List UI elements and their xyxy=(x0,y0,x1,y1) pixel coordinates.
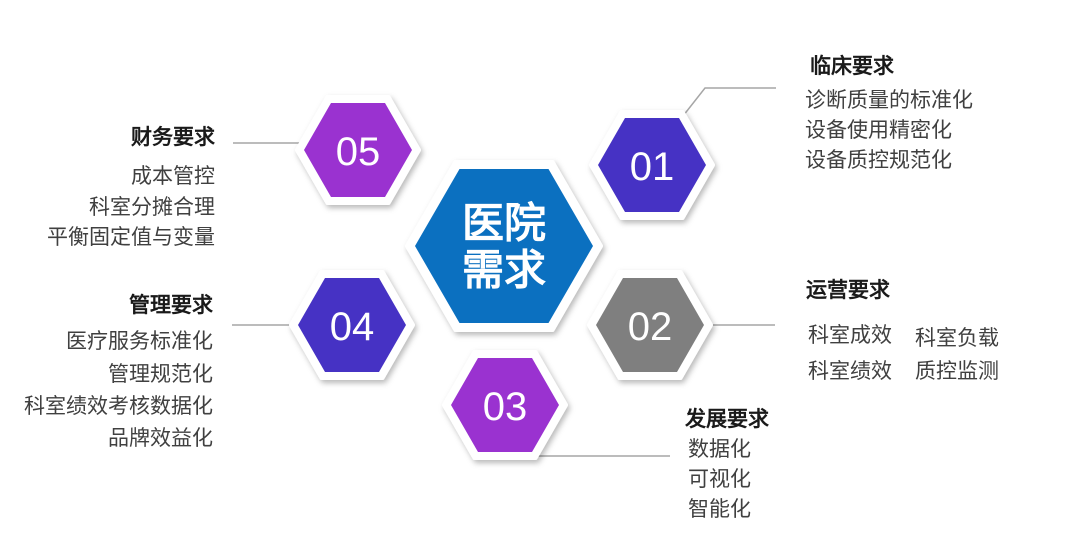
section-item-finance: 成本管控 xyxy=(131,164,215,188)
center-hexagon-fill xyxy=(415,169,593,323)
hexagon-03-fill xyxy=(451,358,559,452)
section-item-clinical: 设备质控规范化 xyxy=(805,148,952,172)
section-item-operations: 科室负载 xyxy=(915,326,999,350)
hexagon-04-number: 04 xyxy=(330,305,375,349)
section-title-clinical: 临床要求 xyxy=(810,54,894,78)
section-item-management: 科室绩效考核数据化 xyxy=(24,394,213,418)
hexagon-03: 03 xyxy=(442,350,568,460)
section-title-operations: 运营要求 xyxy=(806,278,890,302)
hexagon-02: 02 xyxy=(587,270,713,380)
section-item-finance: 平衡固定值与变量 xyxy=(47,225,215,249)
hexagon-05-fill xyxy=(304,103,412,197)
hexagon-04-fill xyxy=(298,278,406,372)
section-item-management: 医疗服务标准化 xyxy=(66,329,213,353)
section-item-operations: 质控监测 xyxy=(915,359,999,383)
center-title-line1: 医院 xyxy=(462,199,546,248)
hexagon-02-fill xyxy=(596,278,704,372)
section-item-development: 可视化 xyxy=(688,467,751,491)
hexagon-05: 05 xyxy=(295,95,421,205)
hexagon-01: 01 xyxy=(589,110,715,220)
hexagon-04: 04 xyxy=(289,270,415,380)
section-item-operations: 科室绩效 xyxy=(808,359,892,383)
section-title-development: 发展要求 xyxy=(685,407,769,431)
center-hexagon: 医院 需求 xyxy=(405,160,603,332)
hexagon-01-fill xyxy=(598,118,706,212)
section-item-development: 智能化 xyxy=(688,497,751,521)
hexagon-02-number: 02 xyxy=(628,305,673,349)
section-item-operations: 科室成效 xyxy=(808,323,892,347)
hexagon-01-number: 01 xyxy=(630,145,675,189)
center-title-line2: 需求 xyxy=(462,246,546,295)
connector-line-01 xyxy=(682,87,776,117)
hexagon-03-number: 03 xyxy=(483,385,528,429)
section-title-finance: 财务要求 xyxy=(131,125,215,149)
section-title-management: 管理要求 xyxy=(129,293,213,317)
section-item-development: 数据化 xyxy=(688,437,751,461)
hexagon-05-number: 05 xyxy=(336,130,381,174)
section-item-clinical: 设备使用精密化 xyxy=(805,118,952,142)
section-item-clinical: 诊断质量的标准化 xyxy=(805,88,973,112)
section-item-finance: 科室分摊合理 xyxy=(89,195,215,219)
section-item-management: 品牌效益化 xyxy=(108,426,213,450)
section-item-management: 管理规范化 xyxy=(108,362,213,386)
